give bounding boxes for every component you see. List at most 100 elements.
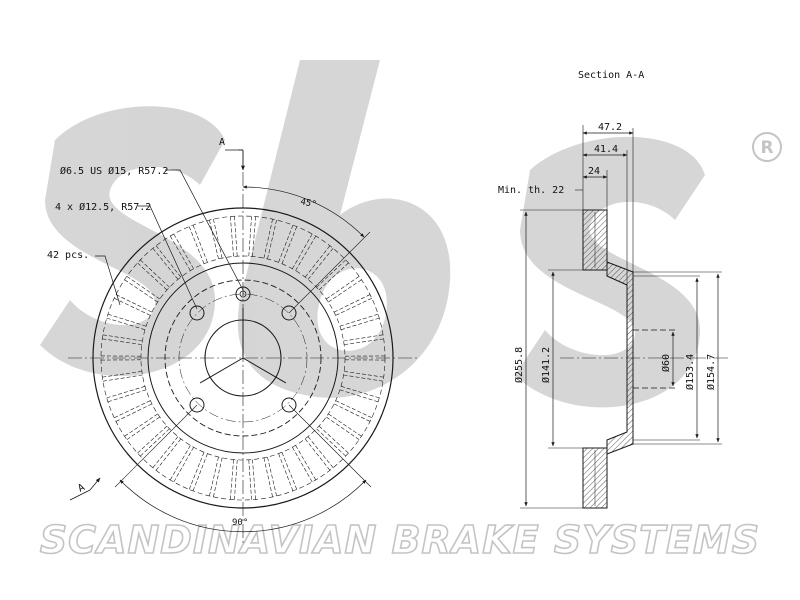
dim-center-bore-label: Ø60: [660, 354, 672, 372]
disc-inner-edge: [147, 262, 339, 454]
section-marker-bottom-arrow: [89, 477, 101, 491]
section-marker-bottom-line: [69, 489, 91, 501]
vane-edge: [344, 338, 384, 345]
vane-edge: [124, 413, 158, 437]
vane-edge: [152, 248, 179, 280]
vane-edge: [155, 245, 182, 278]
vane-edge: [102, 371, 142, 378]
angle-45-arc: [242, 185, 365, 238]
vane-edge: [230, 459, 234, 500]
vane-edge: [192, 224, 208, 263]
vane-edge: [114, 297, 151, 316]
vane-edge: [114, 400, 151, 419]
vane-edge: [333, 403, 371, 422]
bolt-hole: [281, 397, 297, 413]
vane-edge: [155, 438, 182, 471]
vane-edge: [339, 313, 379, 327]
callout-small-hole: Ø6.5 US Ø15, R57.2: [60, 165, 168, 177]
dim-offset-label: 41.4: [594, 144, 618, 155]
vane-edge: [343, 334, 384, 342]
vane-edge: [344, 371, 384, 378]
vane-edge: [326, 416, 360, 440]
vane-edge: [316, 259, 346, 288]
vane-edge: [115, 403, 153, 422]
vane-edge: [137, 425, 168, 454]
vane-edge: [209, 219, 219, 260]
vane-edge: [209, 456, 219, 497]
hat-outer-circle: [164, 279, 322, 437]
vane-edge: [126, 276, 160, 300]
section-marker-top-label: A: [219, 137, 225, 148]
vane-edge: [304, 438, 331, 471]
angle-90-extension-left: [114, 404, 198, 488]
vane-edge: [318, 262, 349, 291]
min-thickness-label: Min. th. 22: [498, 185, 564, 196]
vane-edge: [328, 279, 362, 303]
front-view: [68, 149, 418, 545]
vane-edge: [340, 386, 380, 399]
registered-mark-circle: [752, 132, 782, 162]
vane-edge: [335, 400, 372, 419]
watermark-tagline: SCANDINAVIAN BRAKE SYSTEMS: [40, 518, 760, 562]
dim-hat-inner-label: Ø153.4: [684, 354, 696, 390]
vane-edge: [126, 416, 160, 440]
vane-edge: [234, 216, 238, 257]
vane-edge: [230, 216, 234, 257]
vane-edge: [343, 374, 384, 382]
callout-leader-bolt-holes: [138, 205, 198, 310]
dim-inner-dia-label: Ø141.2: [540, 347, 552, 383]
vane-edge: [278, 453, 294, 492]
angle-90-extension-right: [288, 404, 372, 488]
vane-edge: [124, 279, 158, 303]
vane-edge: [115, 294, 153, 313]
angle-45-label: 45°: [299, 197, 317, 210]
vane-edge: [102, 374, 143, 382]
vane-edge: [295, 235, 317, 271]
radial-line: [242, 357, 287, 384]
small-hole: [235, 286, 251, 302]
callout-vanes: 42 pcs.: [47, 250, 89, 261]
callout-bolt-holes: 4 x Ø12.5, R57.2: [55, 201, 151, 213]
vane-edge: [316, 428, 346, 457]
vane-edge: [152, 436, 179, 468]
section-title: Section A-A: [578, 70, 644, 81]
disc-vane-inner-ring: [140, 255, 346, 461]
hat-bolt-circle: [178, 293, 308, 423]
vane-edge: [137, 262, 168, 291]
vane-edge: [326, 276, 360, 300]
vane-edge: [304, 245, 331, 278]
registered-mark: R: [760, 138, 773, 158]
vane-edge: [234, 459, 238, 500]
vane-edge: [107, 313, 147, 327]
vane-edge: [188, 226, 205, 264]
dim-outer-dia-label: Ø255.8: [513, 347, 525, 383]
vane-edge: [102, 338, 142, 345]
vane-edge: [192, 453, 208, 492]
vane-edge: [340, 317, 380, 330]
vane-edge: [263, 457, 273, 497]
vane-edge: [307, 248, 334, 280]
vane-edge: [213, 457, 223, 497]
vane-edge: [106, 317, 146, 330]
vane-edge: [292, 447, 313, 483]
vane-edge: [169, 235, 191, 271]
section-view: [520, 125, 730, 509]
section-marker-bottom-label: A: [76, 482, 86, 495]
vane-edge: [252, 459, 256, 500]
vane-edge: [248, 216, 252, 257]
angle-90-label: 90°: [232, 518, 248, 528]
callout-leader-small-hole: [165, 169, 244, 291]
bolt-hole: [189, 305, 205, 321]
vane-edge: [102, 334, 143, 342]
dim-thickness-label: 24: [588, 166, 600, 177]
vane-edge: [335, 297, 372, 316]
vane-edge: [173, 233, 194, 269]
bolt-holes: [189, 286, 297, 413]
dim-hat-outer-label: Ø154.7: [705, 354, 717, 390]
vane-edge: [318, 425, 349, 454]
vane-edge: [295, 445, 317, 481]
vane-edge: [248, 459, 252, 500]
vane-edge: [281, 452, 298, 490]
watermark: R SCANDINAVIAN BRAKE SYSTEMS: [39, 60, 782, 563]
